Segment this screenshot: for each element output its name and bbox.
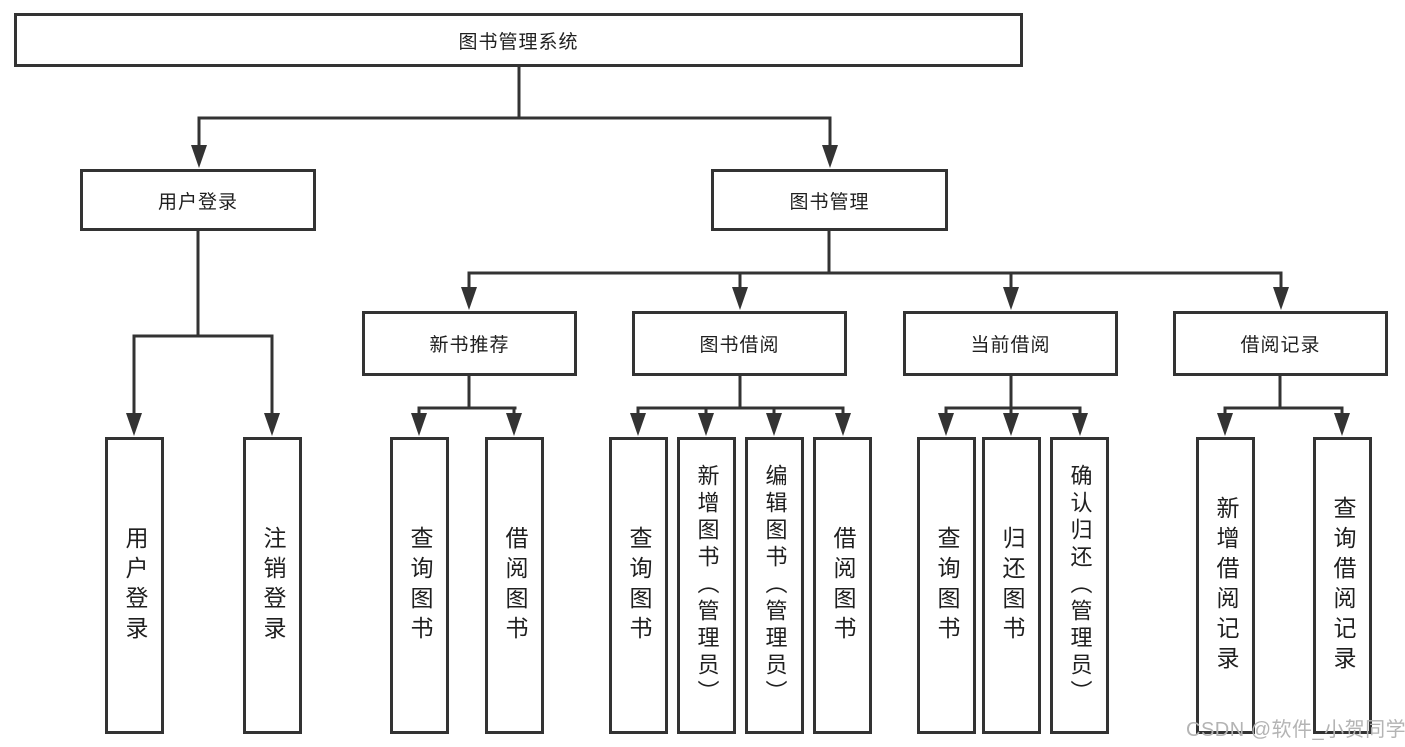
connector-user-login-to-leaves (126, 231, 280, 436)
leaf-nbr-query-books: 查询图书 (390, 437, 449, 734)
leaf-bb-add-books-admin-label: 新增图书（管理员） (694, 464, 720, 707)
node-borrowing-records: 借阅记录 (1173, 311, 1388, 376)
leaf-cb-confirm-return-admin-label: 确认归还（管理员） (1067, 464, 1093, 707)
leaf-br-query-borrow-record: 查询借阅记录 (1313, 437, 1372, 734)
csdn-watermark: CSDN @软件_小贺同学 (1186, 719, 1405, 741)
node-book-borrowing: 图书借阅 (632, 311, 847, 376)
connector-borrowing-records-to-leaves (1217, 376, 1350, 436)
leaf-bb-query-books-label: 查询图书 (626, 525, 652, 646)
node-user-login-label: 用户登录 (157, 191, 238, 213)
leaf-user-login-label: 用户登录 (122, 525, 148, 646)
node-current-borrowing-label: 当前借阅 (970, 335, 1051, 356)
leaf-bb-query-books: 查询图书 (609, 437, 668, 734)
connector-root-to-level1 (191, 67, 838, 168)
connector-current-borrowing-to-leaves (938, 376, 1088, 436)
leaf-br-query-borrow-record-label: 查询借阅记录 (1330, 495, 1356, 676)
leaf-cb-return-books: 归还图书 (982, 437, 1041, 734)
connector-book-management-to-level2 (461, 231, 1289, 310)
leaf-bb-borrow-books-label: 借阅图书 (830, 525, 856, 646)
node-borrowing-records-label: 借阅记录 (1240, 335, 1321, 356)
leaf-nbr-borrow-books: 借阅图书 (485, 437, 544, 734)
node-book-management: 图书管理 (711, 169, 948, 231)
leaf-logout-login: 注销登录 (243, 437, 302, 734)
leaf-nbr-borrow-books-label: 借阅图书 (502, 525, 528, 646)
connector-book-borrowing-to-leaves (630, 376, 851, 436)
leaf-logout-login-label: 注销登录 (260, 525, 286, 646)
leaf-bb-edit-books-admin-label: 编辑图书（管理员） (762, 464, 788, 707)
leaf-bb-edit-books-admin: 编辑图书（管理员） (745, 437, 804, 734)
node-root-label: 图书管理系统 (458, 31, 579, 53)
node-current-borrowing: 当前借阅 (903, 311, 1118, 376)
leaf-user-login: 用户登录 (105, 437, 164, 734)
leaf-nbr-query-books-label: 查询图书 (407, 525, 433, 646)
leaf-br-add-borrow-record: 新增借阅记录 (1196, 437, 1255, 734)
node-user-login: 用户登录 (80, 169, 316, 231)
leaf-bb-add-books-admin: 新增图书（管理员） (677, 437, 736, 734)
connector-new-book-recommend-to-leaves (411, 376, 522, 436)
node-root: 图书管理系统 (14, 13, 1023, 67)
leaf-cb-query-books: 查询图书 (917, 437, 976, 734)
leaf-bb-borrow-books: 借阅图书 (813, 437, 872, 734)
node-book-management-label: 图书管理 (789, 191, 870, 213)
node-book-borrowing-label: 图书借阅 (699, 335, 780, 356)
node-new-book-recommend-label: 新书推荐 (429, 335, 510, 356)
leaf-cb-query-books-label: 查询图书 (934, 525, 960, 646)
leaf-br-add-borrow-record-label: 新增借阅记录 (1213, 495, 1239, 676)
node-new-book-recommend: 新书推荐 (362, 311, 577, 376)
leaf-cb-return-books-label: 归还图书 (999, 525, 1025, 646)
leaf-cb-confirm-return-admin: 确认归还（管理员） (1050, 437, 1109, 734)
